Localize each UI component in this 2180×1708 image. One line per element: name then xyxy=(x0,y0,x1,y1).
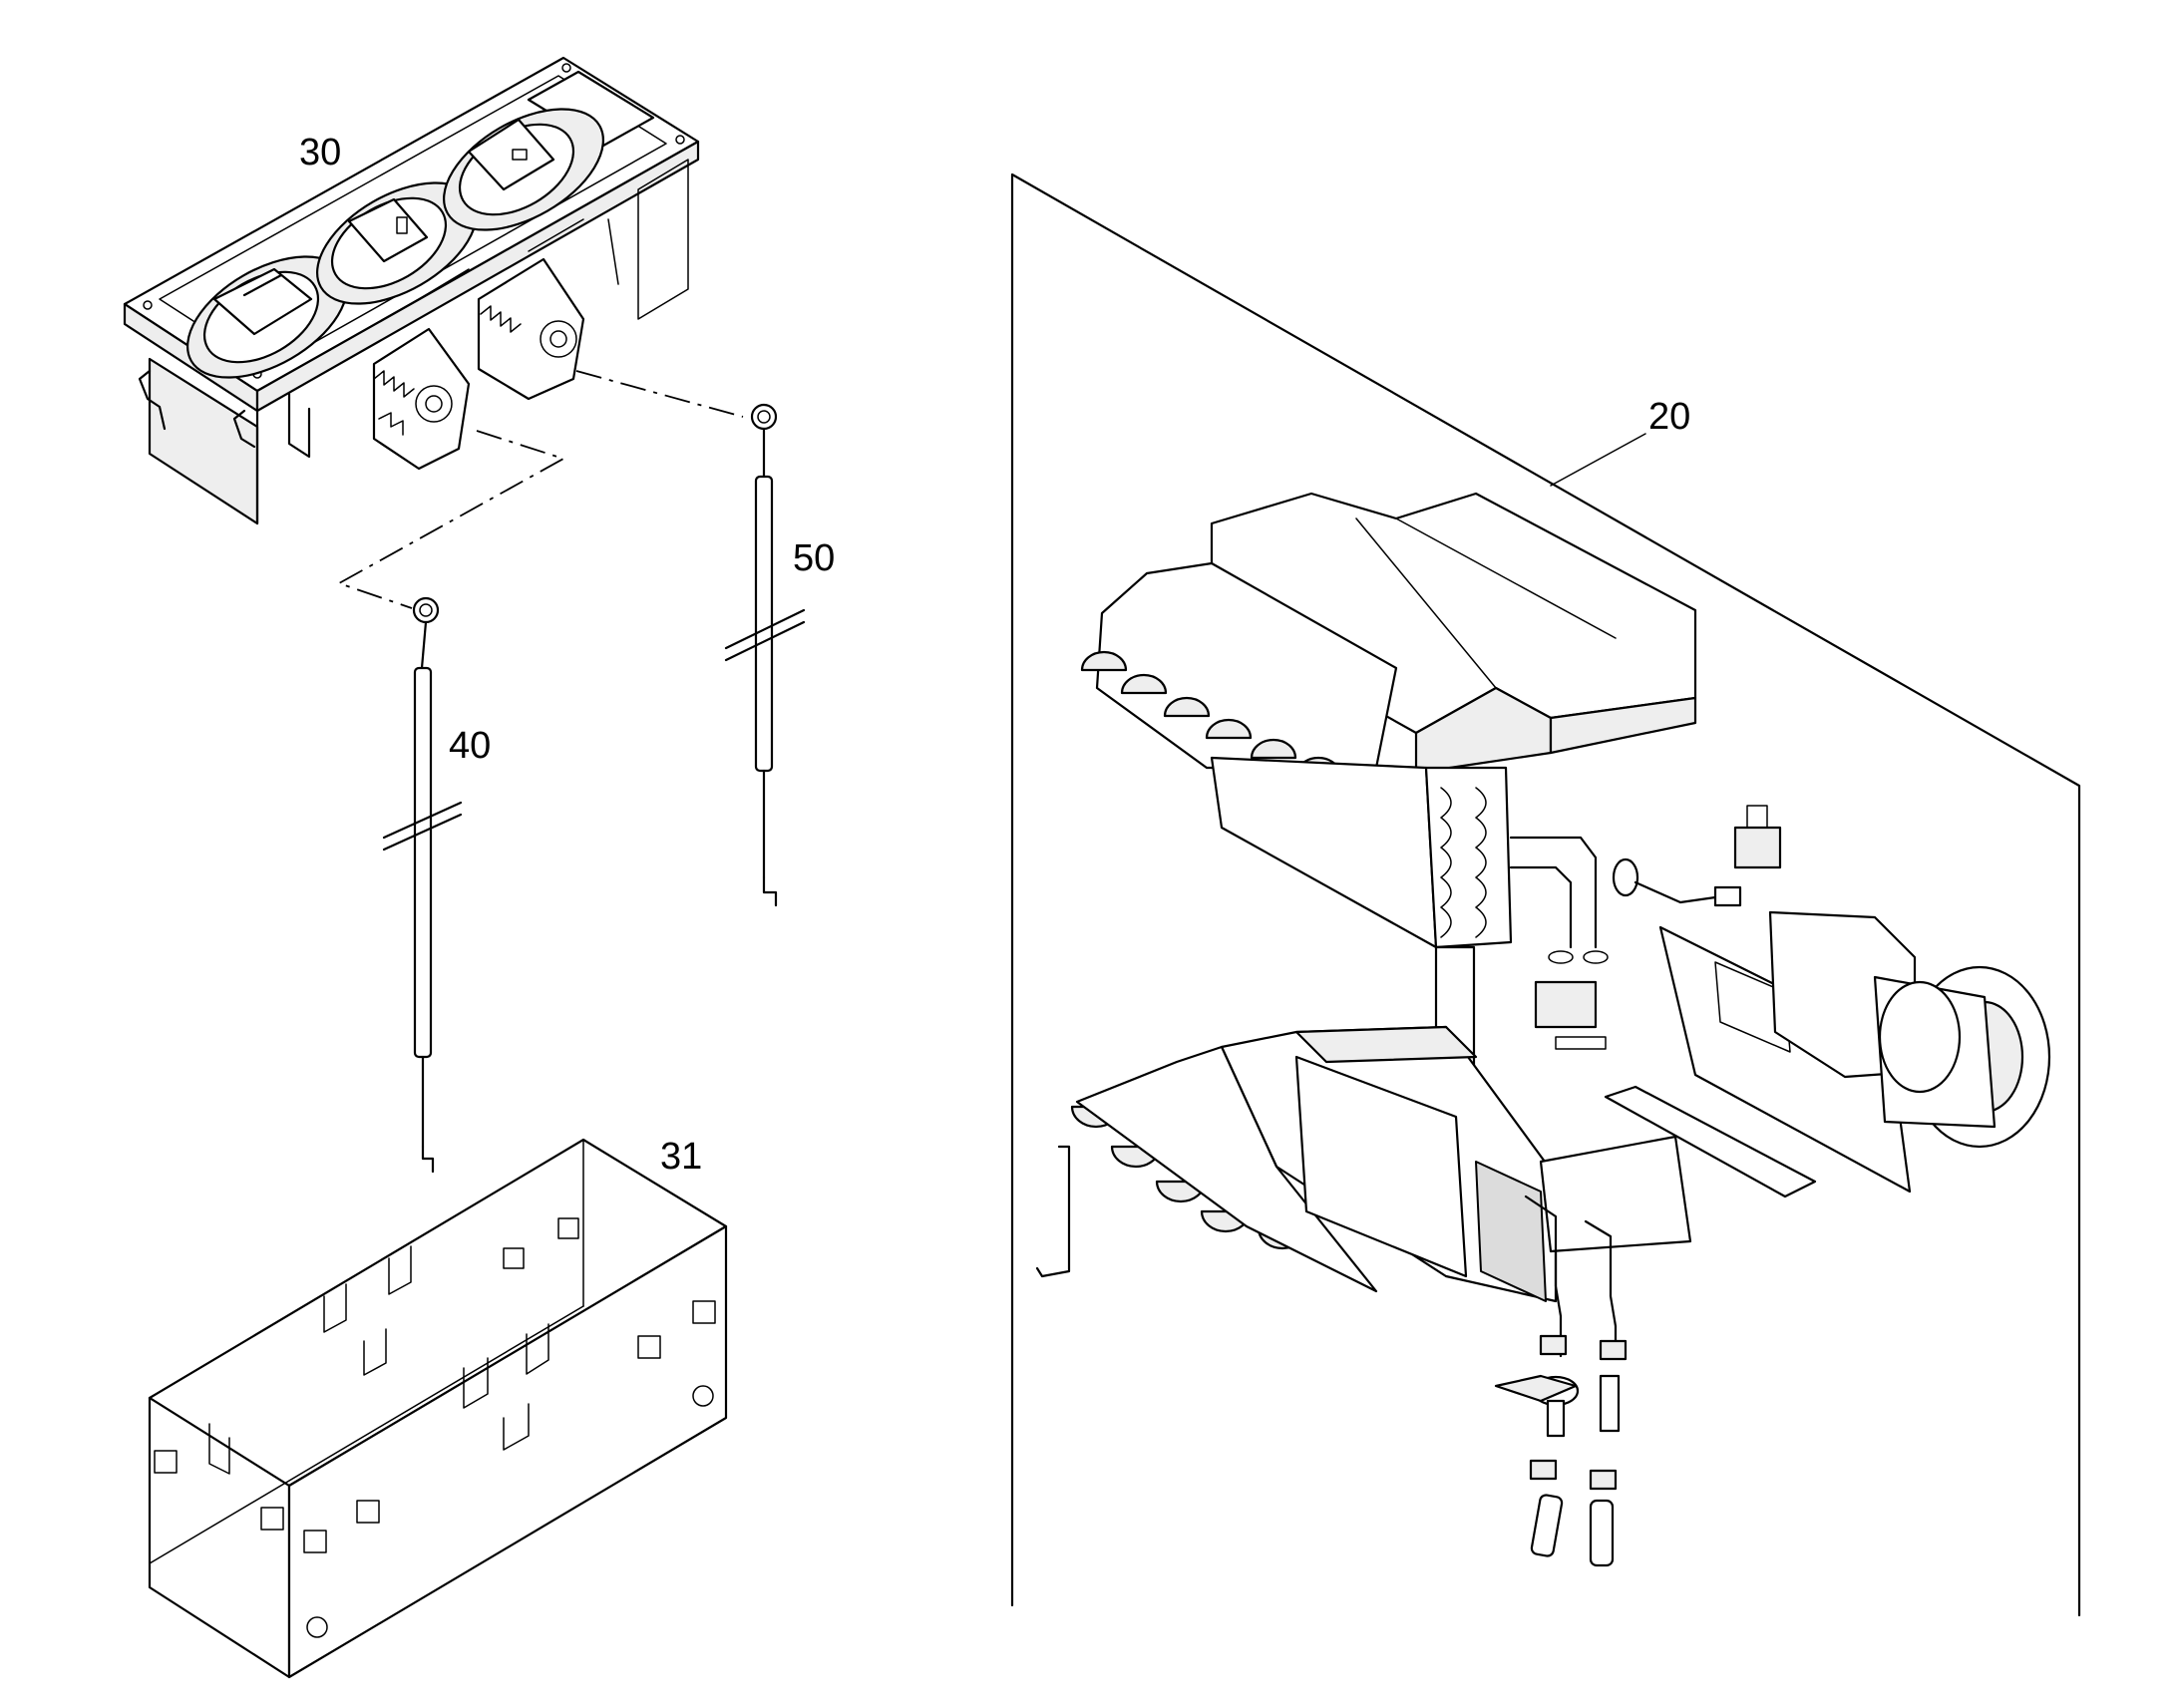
blower-motor xyxy=(1768,910,2051,1149)
control-panel-part xyxy=(123,56,700,525)
cable-part-40 xyxy=(382,596,463,1174)
connection-lines xyxy=(336,370,744,609)
knob-left xyxy=(202,267,320,364)
knob-right xyxy=(458,118,575,216)
callout-20: 20 xyxy=(1648,396,1690,438)
knob-middle xyxy=(330,196,448,290)
callout-30: 30 xyxy=(299,132,341,173)
callout-31: 31 xyxy=(660,1136,702,1178)
actuator-right xyxy=(477,257,585,401)
callout-40: 40 xyxy=(449,725,491,767)
heater-unit-part xyxy=(1010,172,2081,1617)
actuator-left xyxy=(372,327,471,471)
callout-50: 50 xyxy=(793,537,835,579)
housing-box-part xyxy=(148,1138,728,1679)
cable-part-50 xyxy=(724,403,806,907)
